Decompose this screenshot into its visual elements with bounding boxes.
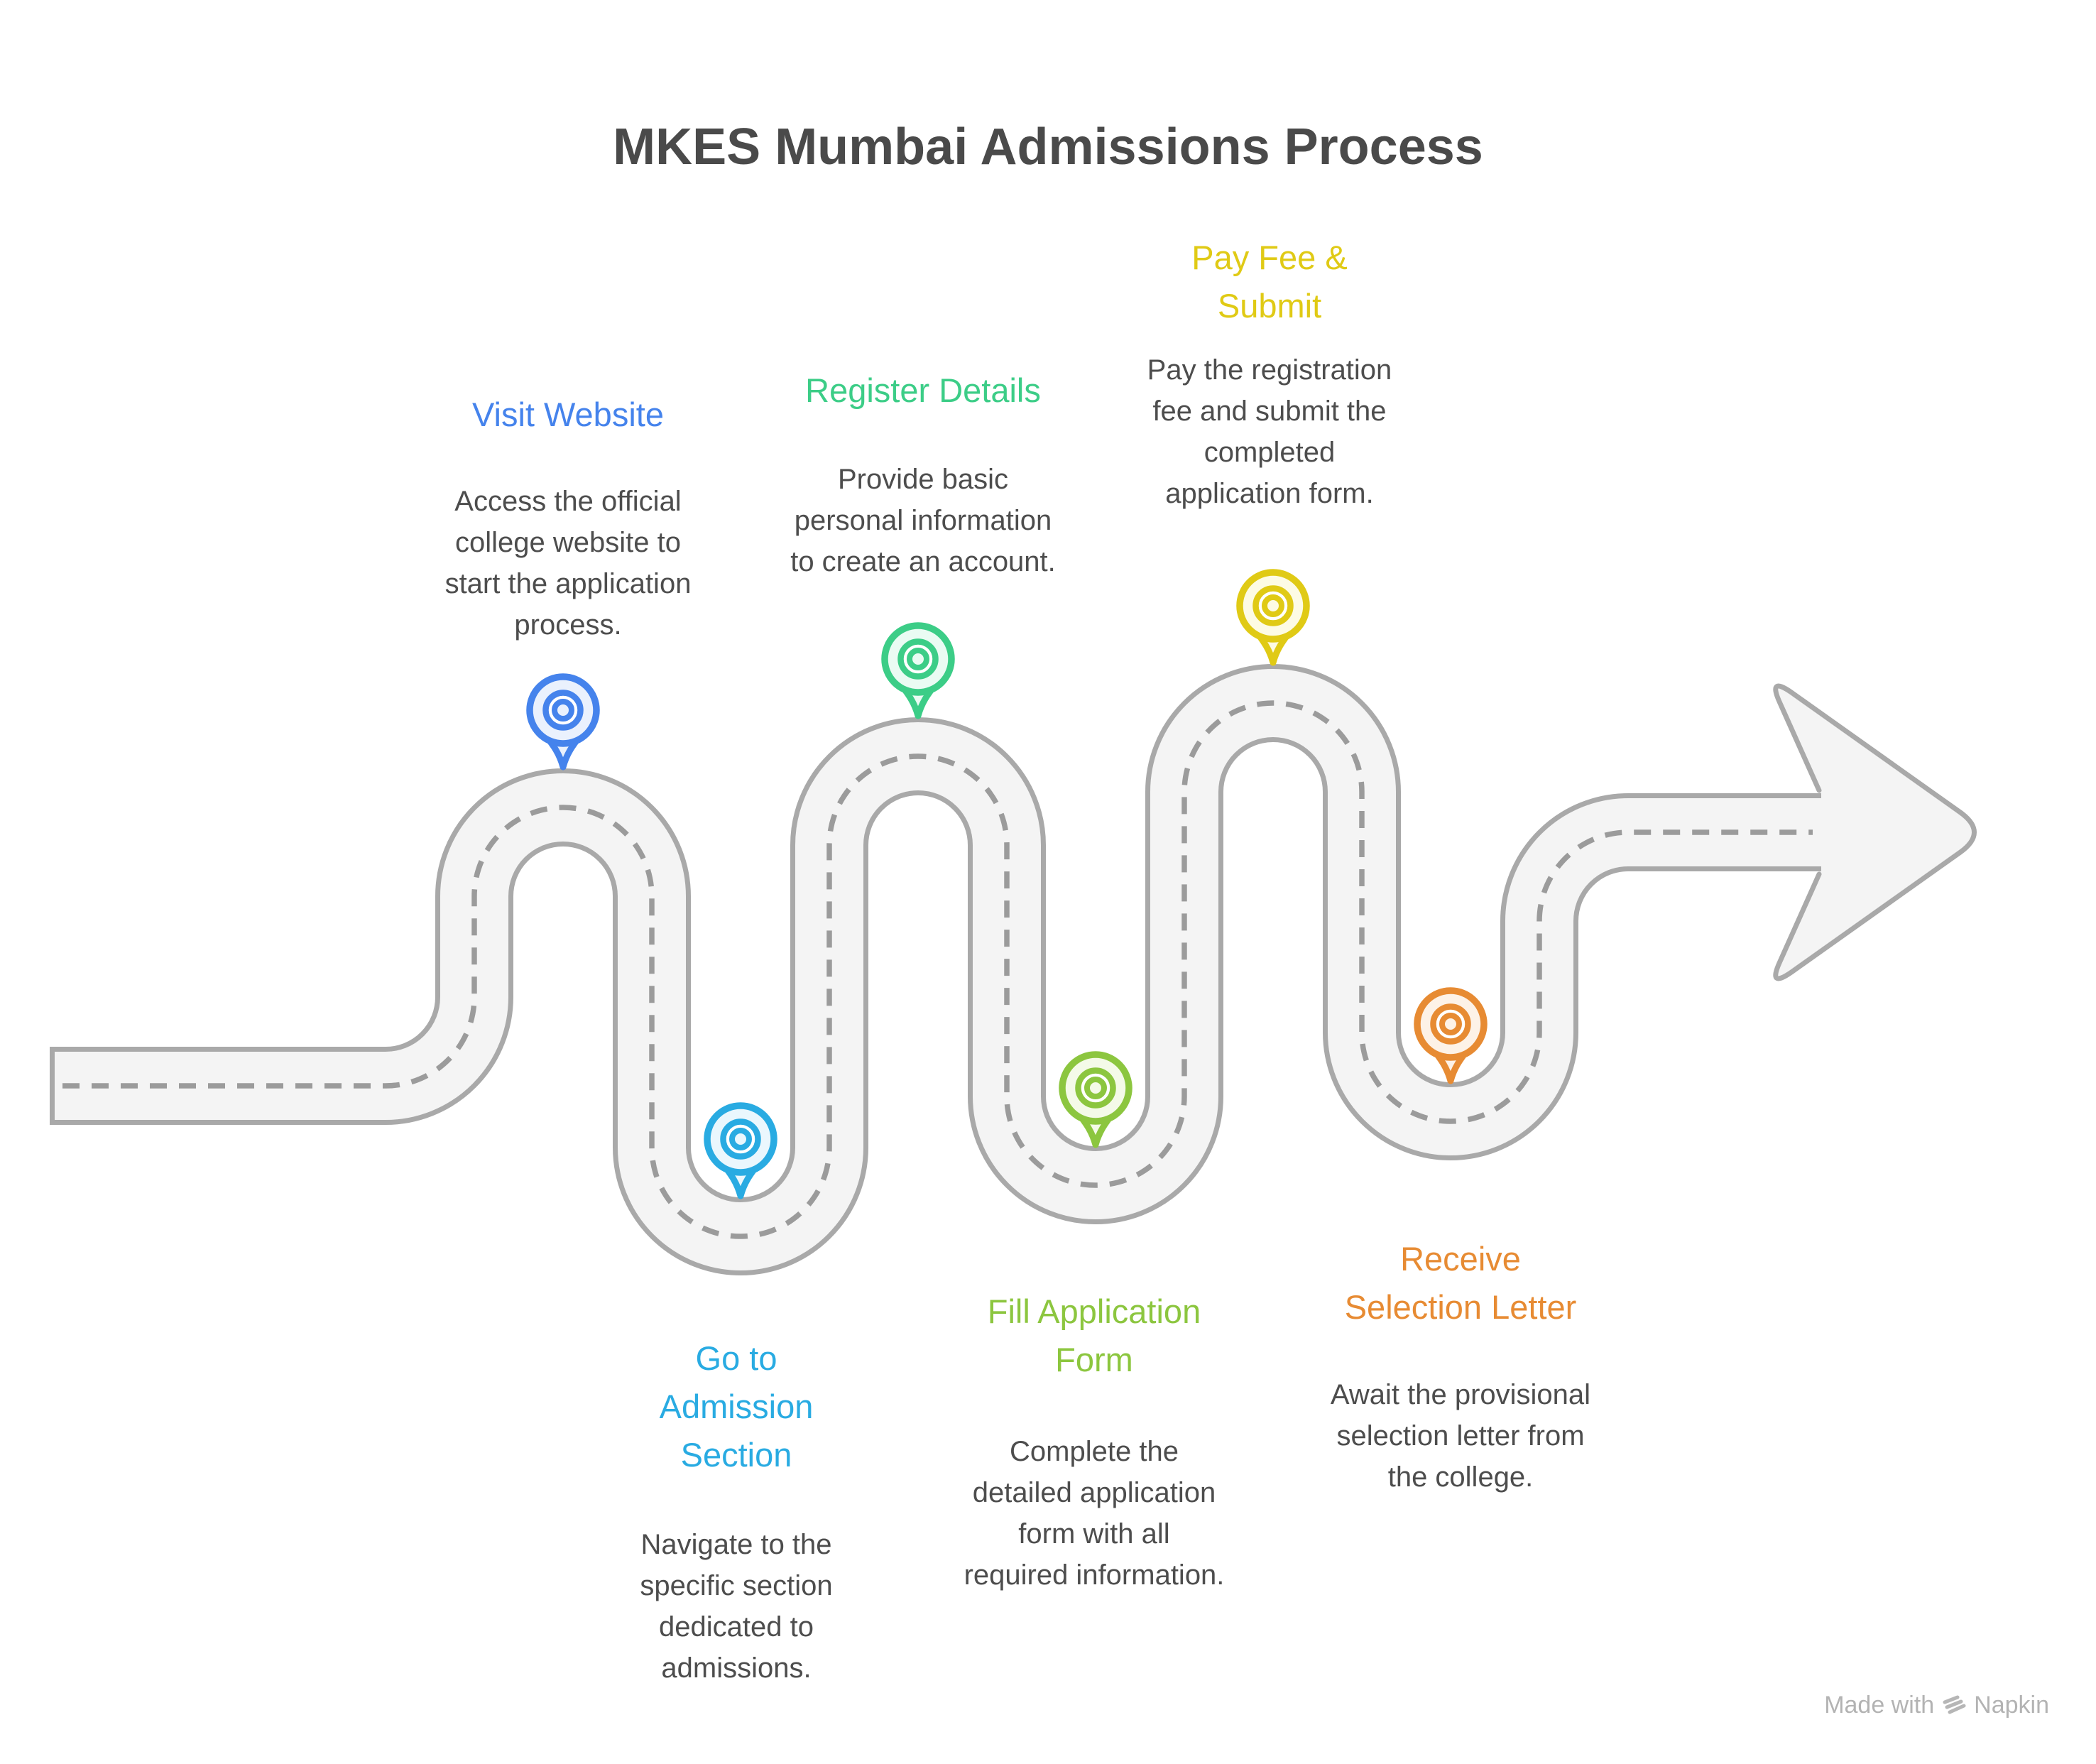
step-title: Register Details [805,371,1041,409]
step-go-to-admission-section: Go to Admission Section Navigate to the … [566,1334,907,1689]
step-receive-selection-letter: Receive Selection Letter Await the provi… [1262,1235,1659,1498]
step-title: Fill Application Form [987,1292,1201,1379]
step-description: Pay the registration fee and submit the … [1147,354,1392,510]
watermark: Made with Napkin [1824,1692,2049,1719]
step-description: Access the official college website to s… [444,486,692,641]
watermark-made-with-label: Made with [1824,1692,1935,1719]
register-details-pin-icon [881,622,955,719]
step-description: Complete the detailed application form w… [964,1436,1225,1591]
watermark-brand-label: Napkin [1974,1692,2049,1719]
step-title: Go to Admission Section [659,1339,814,1474]
step-pay-fee-submit: Pay Fee & Submit Pay the registration fe… [1099,234,1440,514]
step-title: Pay Fee & Submit [1191,239,1348,325]
step-register-details: Register Details Provide basic personal … [724,366,1122,582]
road-centerline [62,700,1813,1239]
road-surface [55,669,1874,1270]
step-title: Visit Website [472,396,664,433]
step-fill-application-form: Fill Application Form Complete the detai… [910,1287,1279,1596]
step-description: Await the provisional selection letter f… [1330,1379,1591,1493]
step-description: Navigate to the specific section dedicat… [640,1529,833,1684]
visit-website-pin-icon [526,673,600,771]
pay-fee-pin-icon [1236,569,1310,666]
napkin-logo-icon [1943,1695,1966,1714]
step-description: Provide basic personal information to cr… [790,464,1056,578]
go-to-admission-pin-icon [704,1102,777,1199]
step-title: Receive Selection Letter [1344,1240,1577,1327]
arrow-icon [1773,683,1977,981]
page-title: MKES Mumbai Admissions Process [613,119,1483,175]
step-visit-website: Visit Website Access the official colleg… [383,391,753,646]
receive-letter-pin-icon [1414,987,1488,1084]
fill-application-pin-icon [1059,1051,1132,1148]
